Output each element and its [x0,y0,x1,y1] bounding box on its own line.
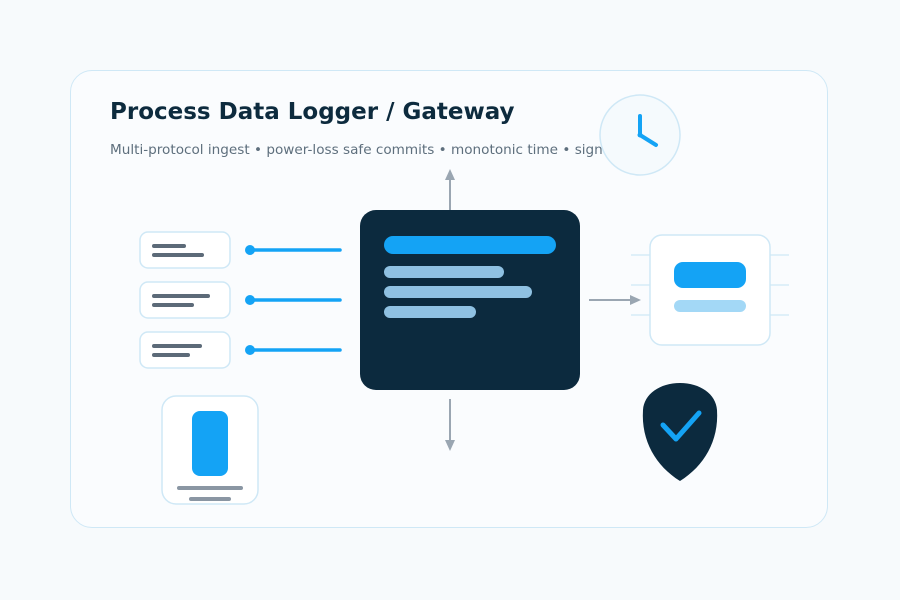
input-source-3 [139,331,342,369]
storage-device-icon [161,395,259,505]
input-source-1 [139,231,342,269]
shield-check-icon [642,383,718,481]
input-source-2 [139,281,342,319]
arrow-down-icon [445,399,455,451]
page-title: Process Data Logger / Gateway [110,99,515,125]
arrow-right-icon [589,295,641,305]
clock-icon [599,94,681,176]
arrow-up-icon [445,169,455,210]
chip-icon [631,234,789,346]
logger-core-icon [360,210,580,390]
page-subtitle: Multi-protocol ingest • power-loss safe … [110,142,675,158]
